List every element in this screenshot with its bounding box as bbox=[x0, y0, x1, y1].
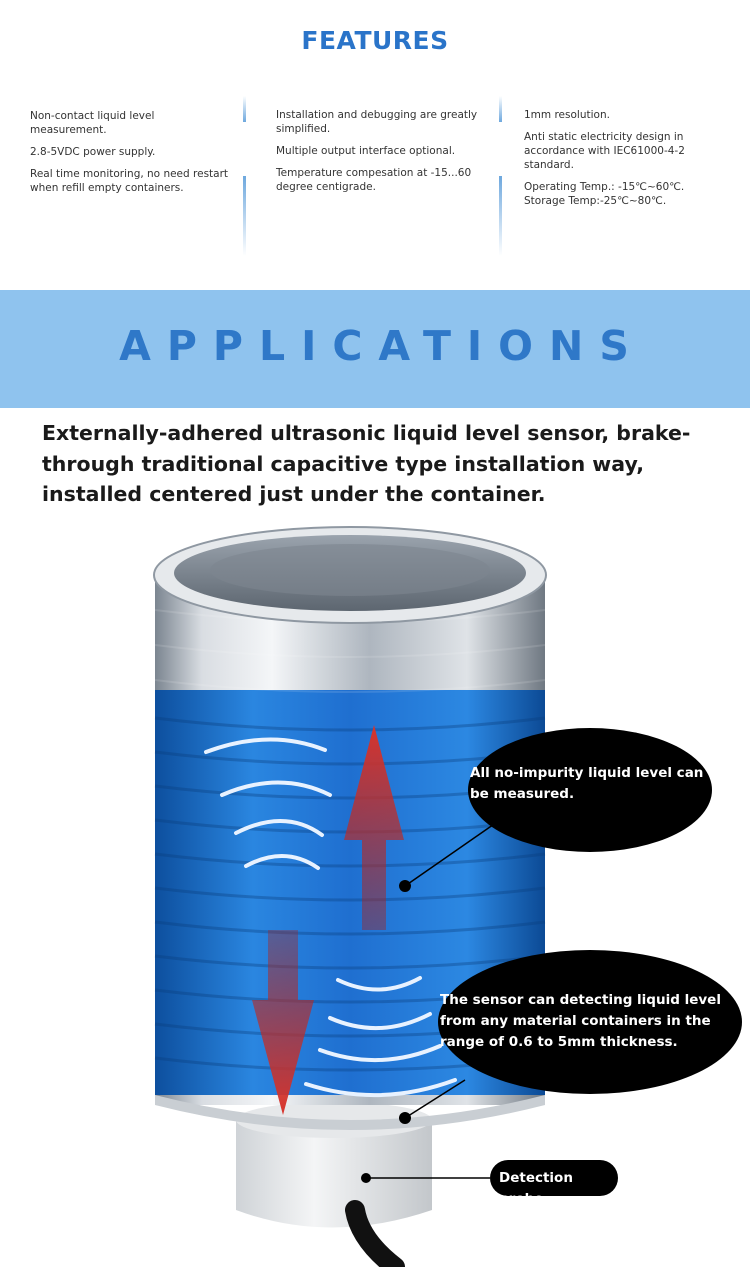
callout-liquid-level: All no-impurity liquid level can be meas… bbox=[470, 765, 704, 802]
feature-item: Non-contact liquid level measurement. bbox=[30, 110, 155, 136]
column-divider bbox=[243, 96, 246, 256]
feature-item: Operating Temp.: -15℃~60℃. bbox=[524, 181, 685, 193]
callout-container-thickness: The sensor can detecting liquid level fr… bbox=[440, 992, 721, 1050]
feature-item: Installation and debugging are greatly s… bbox=[276, 109, 478, 135]
feature-item: Real time monitoring, no need restart wh… bbox=[30, 168, 229, 194]
feature-item: Multiple output interface optional. bbox=[276, 145, 456, 157]
applications-banner bbox=[0, 290, 750, 408]
callout-detection-probe: Detection probe bbox=[499, 1170, 573, 1207]
arrow-down-icon bbox=[252, 930, 314, 1115]
feature-item: Anti static electricity design in accord… bbox=[524, 131, 685, 171]
feature-item: 2.8-5VDC power supply. bbox=[30, 146, 156, 158]
features-column-1: Non-contact liquid level measurement. 2.… bbox=[30, 109, 230, 203]
feature-item: 1mm resolution. bbox=[524, 109, 610, 121]
features-column-3: 1mm resolution. Anti static electricity … bbox=[524, 108, 736, 216]
feature-item: Temperature compesation at -15...60 degr… bbox=[276, 167, 472, 193]
applications-title: APPLICATIONS bbox=[119, 322, 645, 370]
feature-item: Storage Temp:-25℃~80℃. bbox=[524, 195, 667, 207]
features-title: FEATURES bbox=[301, 26, 449, 55]
tin-can-image bbox=[153, 526, 742, 1267]
sound-wave-icon bbox=[204, 737, 332, 870]
arrow-up-icon bbox=[344, 725, 404, 930]
column-divider bbox=[499, 96, 502, 256]
features-column-2: Installation and debugging are greatly s… bbox=[276, 108, 481, 202]
applications-description: Externally-adhered ultrasonic liquid lev… bbox=[42, 421, 691, 506]
